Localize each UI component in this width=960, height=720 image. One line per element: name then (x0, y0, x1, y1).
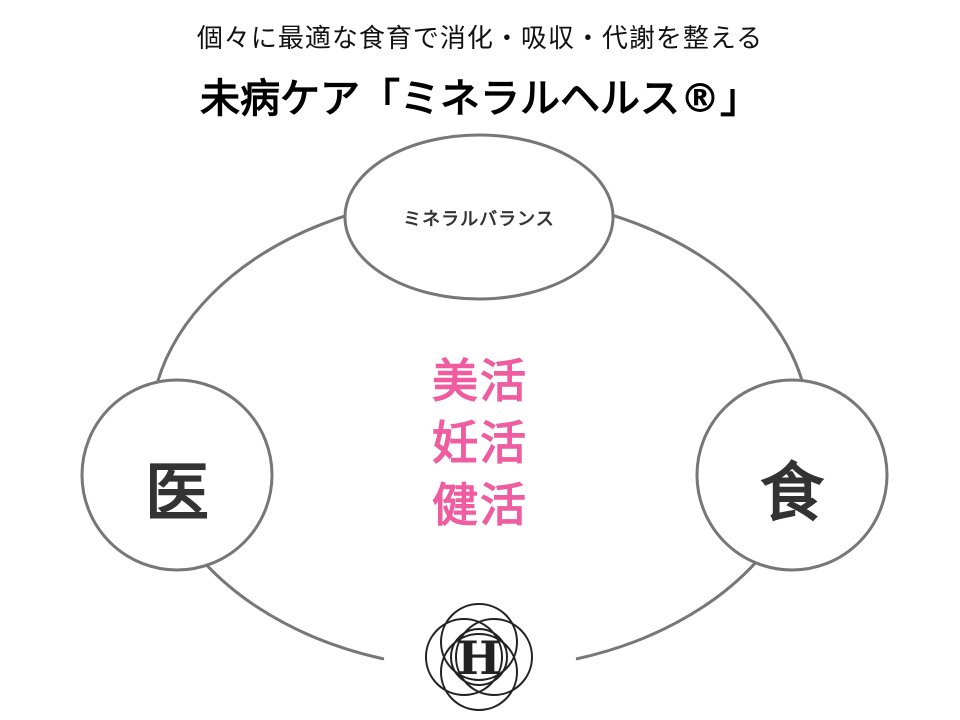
logo-emblem: H (423, 601, 535, 713)
left-node-label: 医 (145, 456, 209, 531)
top-node-circle (343, 133, 615, 301)
right-node-label: 食 (760, 456, 824, 531)
logo-letter: H (457, 631, 500, 685)
top-node-label: ミネラルバランス (403, 209, 555, 230)
goal-health: 健活 (432, 478, 528, 532)
left-node-circle (80, 378, 274, 572)
goal-fertility: 妊活 (432, 416, 528, 470)
subtitle: 個々に最適な食育で消化・吸収・代謝を整える (196, 24, 764, 54)
right-node-circle (695, 378, 889, 572)
page-title: 未病ケア「ミネラルヘルス®」 (200, 76, 760, 122)
center-goals: 美活 妊活 健活 (380, 350, 580, 536)
goal-beauty: 美活 (432, 354, 528, 408)
